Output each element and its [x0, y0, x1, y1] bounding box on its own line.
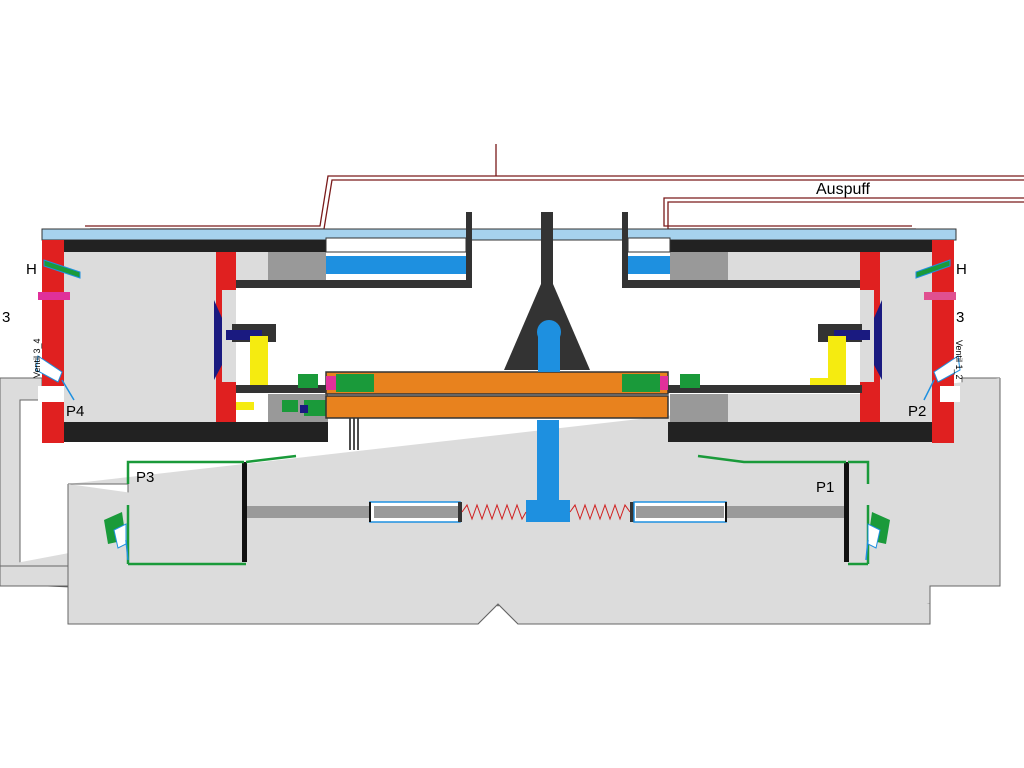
valve-left [35, 259, 81, 401]
chamber-left-label: 3 [2, 309, 10, 326]
center-mount [504, 212, 590, 372]
right-cylinder [622, 212, 960, 443]
valve-right [915, 259, 961, 401]
port-p2-label: P2 [908, 403, 926, 420]
port-p4-label: P4 [66, 403, 84, 420]
exhaust-lines [85, 144, 1024, 230]
exhaust-label: Auspuff [816, 181, 871, 198]
cover-plate [41, 228, 957, 241]
vent-left-label: Ventil 3_4 [32, 338, 42, 378]
main-piston [325, 371, 669, 419]
port-p3-label: P3 [136, 469, 154, 486]
port-p1-label: P1 [816, 479, 834, 496]
left-cylinder [38, 212, 472, 450]
lower-chamber-left [126, 454, 297, 566]
valve-left-label: H [26, 261, 37, 278]
central-rod [526, 420, 570, 522]
valve-right-label: H [956, 261, 967, 278]
chamber-right-label: 3 [956, 309, 964, 326]
spring-assembly [242, 462, 849, 562]
lower-valve-right [865, 512, 890, 561]
vent-right-label: Ventil 1_2 [954, 340, 964, 380]
lower-valve-left [104, 512, 129, 561]
